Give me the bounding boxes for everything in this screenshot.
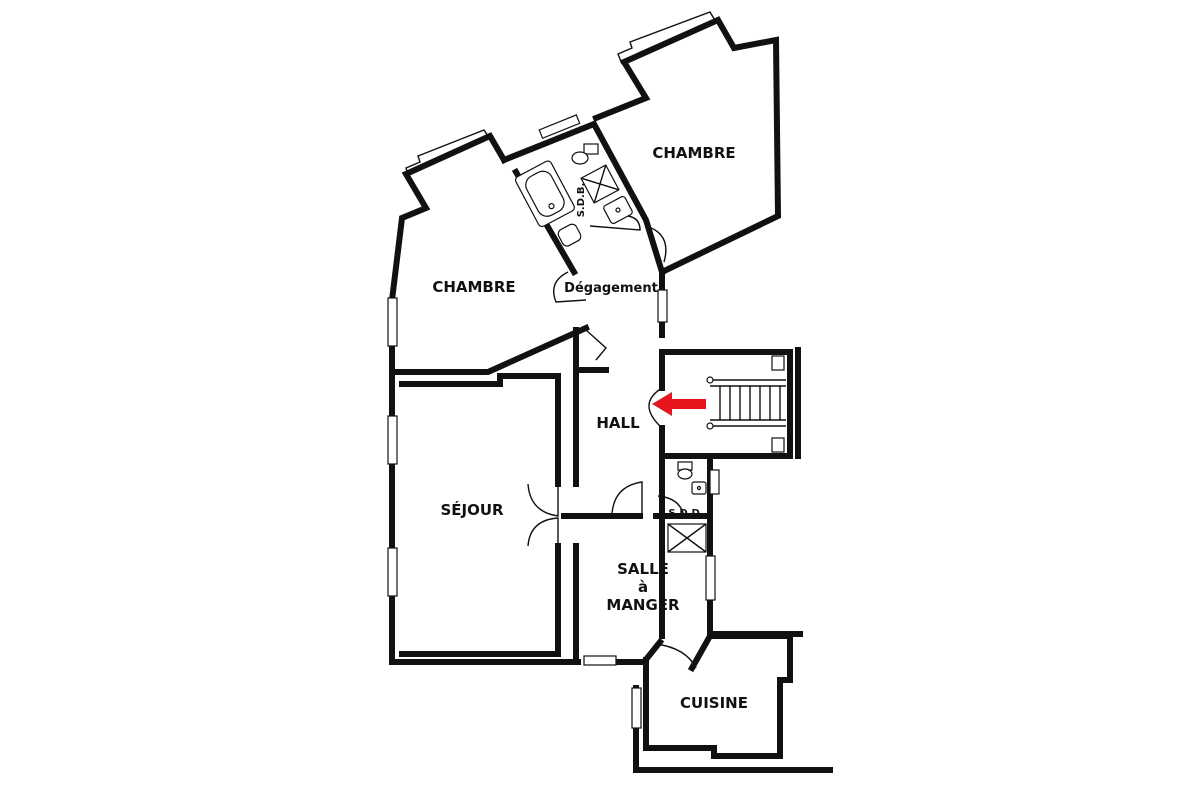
window-sdd-right bbox=[709, 469, 720, 495]
door-cuisine bbox=[655, 643, 697, 669]
stairs-icon bbox=[706, 376, 786, 430]
door-degagement-left bbox=[553, 271, 587, 303]
wall-cuisine bbox=[643, 633, 793, 759]
bay-window-left bbox=[405, 129, 489, 181]
window-salle-right bbox=[705, 555, 716, 601]
door-sejour-bottom bbox=[527, 517, 559, 547]
sdd-toilet-icon bbox=[677, 461, 693, 480]
entrance-arrow-icon bbox=[652, 392, 706, 416]
label-cuisine: CUISINE bbox=[680, 694, 748, 712]
bay-window-top bbox=[617, 11, 717, 65]
sink-icon bbox=[603, 195, 633, 225]
sdd-sink-icon bbox=[691, 481, 707, 495]
windows bbox=[387, 11, 720, 729]
wall-sejour-right bbox=[399, 543, 561, 657]
window-left-3 bbox=[387, 547, 398, 597]
label-salle-line1: SALLE bbox=[617, 560, 669, 578]
door-degagement-right bbox=[645, 225, 667, 263]
wall-sdb bbox=[500, 120, 666, 276]
door-cupboard bbox=[585, 329, 607, 361]
label-degagement: Dégagement bbox=[564, 281, 658, 296]
wall-chambre-left bbox=[389, 132, 590, 375]
fixtures bbox=[514, 143, 785, 553]
bathtub-icon bbox=[514, 160, 575, 228]
window-left-1 bbox=[387, 297, 398, 347]
door-sdd bbox=[657, 495, 685, 517]
door-salle bbox=[611, 481, 643, 515]
door-sejour-top bbox=[527, 483, 559, 517]
room-labels: CHAMBRE CHAMBRE S.D.B. Dégagement HALL S… bbox=[432, 144, 748, 712]
window-cuisine-left bbox=[631, 687, 642, 729]
wall-chambre-top bbox=[592, 16, 782, 338]
door-sdb bbox=[589, 215, 641, 231]
label-salle-line2: à bbox=[638, 578, 648, 596]
wall-sdd bbox=[659, 453, 713, 559]
label-hall: HALL bbox=[596, 414, 640, 432]
wall-left-outer bbox=[389, 369, 581, 665]
stair-post-bottom bbox=[771, 437, 785, 453]
wall-hall-left bbox=[573, 327, 609, 373]
label-chambre-left: CHAMBRE bbox=[432, 278, 515, 296]
stair-post-top bbox=[771, 355, 785, 371]
door-entrance bbox=[648, 387, 663, 429]
wall-stairs bbox=[659, 349, 793, 473]
wall-sejour-inner bbox=[399, 373, 561, 487]
label-sdb: S.D.B. bbox=[576, 183, 587, 218]
label-sejour: SÉJOUR bbox=[440, 500, 504, 519]
label-salle-line3: MANGER bbox=[606, 596, 680, 614]
toilet-icon bbox=[571, 143, 599, 165]
sdd-shower-icon bbox=[667, 523, 707, 553]
bidet-icon bbox=[557, 223, 582, 247]
label-sdd: S.D.D. bbox=[668, 508, 703, 519]
label-chambre-top: CHAMBRE bbox=[652, 144, 735, 162]
window-left-2 bbox=[387, 415, 398, 465]
window-sdb bbox=[538, 114, 581, 140]
shower-icon bbox=[580, 164, 620, 204]
window-salle-bottom bbox=[583, 655, 617, 666]
window-hall-right bbox=[657, 289, 668, 323]
doors bbox=[527, 215, 697, 669]
